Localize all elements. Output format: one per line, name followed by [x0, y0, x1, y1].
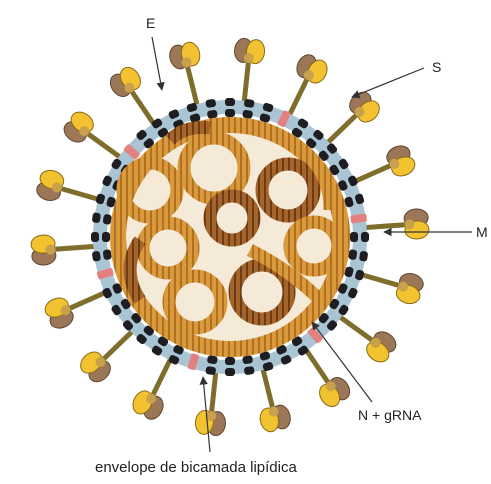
s-pointer — [352, 68, 424, 97]
label-n-grna: N + gRNA — [358, 407, 422, 423]
m-protein — [225, 109, 235, 117]
nucleocapsid-rna — [110, 117, 350, 357]
label-e: E — [146, 15, 155, 31]
m-protein — [225, 98, 235, 106]
label-envelope: envelope de bicamada lipídica — [95, 459, 297, 476]
label-m: M — [476, 224, 488, 240]
m-protein — [225, 368, 235, 376]
m-protein — [361, 232, 369, 242]
m-protein — [350, 232, 358, 242]
label-s: S — [432, 59, 441, 75]
e-pointer — [152, 37, 162, 90]
m-protein — [91, 232, 99, 242]
m-protein — [102, 232, 110, 242]
m-protein — [225, 357, 235, 365]
